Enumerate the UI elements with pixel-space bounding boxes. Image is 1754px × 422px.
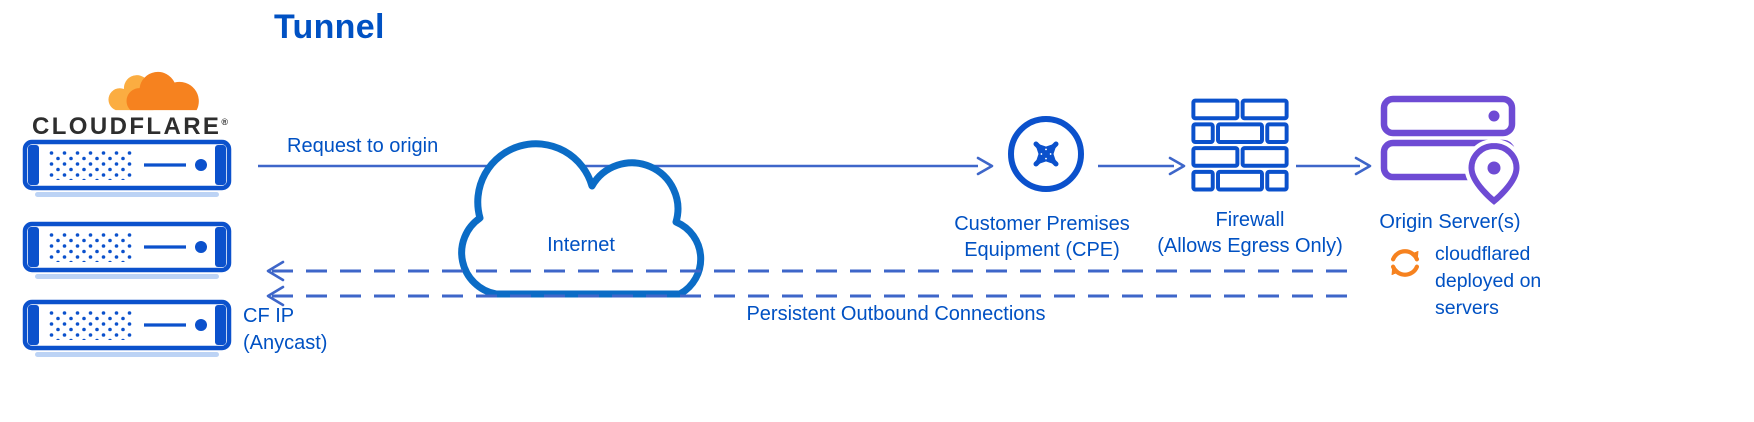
- cloudflare-edge-server-icon: [22, 221, 232, 279]
- firewall-label-line1: Firewall: [1215, 209, 1285, 231]
- cloudflared-label-line2: deployed on: [1435, 270, 1542, 292]
- persistent-connection-upper-arrow: [266, 260, 1360, 282]
- cloudflared-label: cloudflared deployed on servers: [1435, 241, 1541, 322]
- cloudflared-label-line3: servers: [1435, 297, 1499, 319]
- cpe-router-icon: [1008, 116, 1084, 192]
- cf-ip-label-line2: (Anycast): [243, 332, 328, 354]
- firewall-label: Firewall (Allows Egress Only): [1128, 207, 1372, 259]
- cloudflared-label-line1: cloudflared: [1435, 243, 1531, 265]
- cf-ip-label-line1: CF IP: [243, 305, 295, 327]
- cpe-label: Customer Premises Equipment (CPE): [922, 211, 1162, 263]
- cloudflare-edge-server-icon: [22, 139, 232, 197]
- firewall-label-line2: (Allows Egress Only): [1157, 235, 1343, 257]
- arrow-cpe-to-firewall: [1098, 156, 1186, 176]
- request-to-origin-label: Request to origin: [287, 135, 439, 157]
- arrow-firewall-to-origin: [1296, 156, 1372, 176]
- internet-label: Internet: [547, 234, 615, 256]
- cpe-label-line2: Equipment (CPE): [964, 239, 1120, 261]
- firewall-icon: [1191, 98, 1289, 192]
- registered-mark: ®: [221, 117, 228, 127]
- origin-server-icon: [1380, 95, 1524, 210]
- internet-cloud-icon: [458, 140, 705, 298]
- page-title: Tunnel: [274, 8, 385, 46]
- cloudflare-edge-server-icon: [22, 299, 232, 357]
- cf-ip-label: CF IP (Anycast): [243, 303, 327, 357]
- persistent-connections-label: Persistent Outbound Connections: [746, 303, 1046, 325]
- cloudflare-wordmark-text: CLOUDFLARE: [32, 113, 222, 140]
- cpe-label-line1: Customer Premises: [954, 213, 1130, 235]
- cloudflare-wordmark: CLOUDFLARE®: [28, 113, 232, 141]
- persistent-connection-lower-arrow: [266, 285, 1360, 307]
- cloudflared-sync-icon: [1390, 249, 1420, 277]
- cloudflare-cloud-icon: [108, 71, 199, 111]
- origin-server-label: Origin Server(s): [1379, 211, 1521, 233]
